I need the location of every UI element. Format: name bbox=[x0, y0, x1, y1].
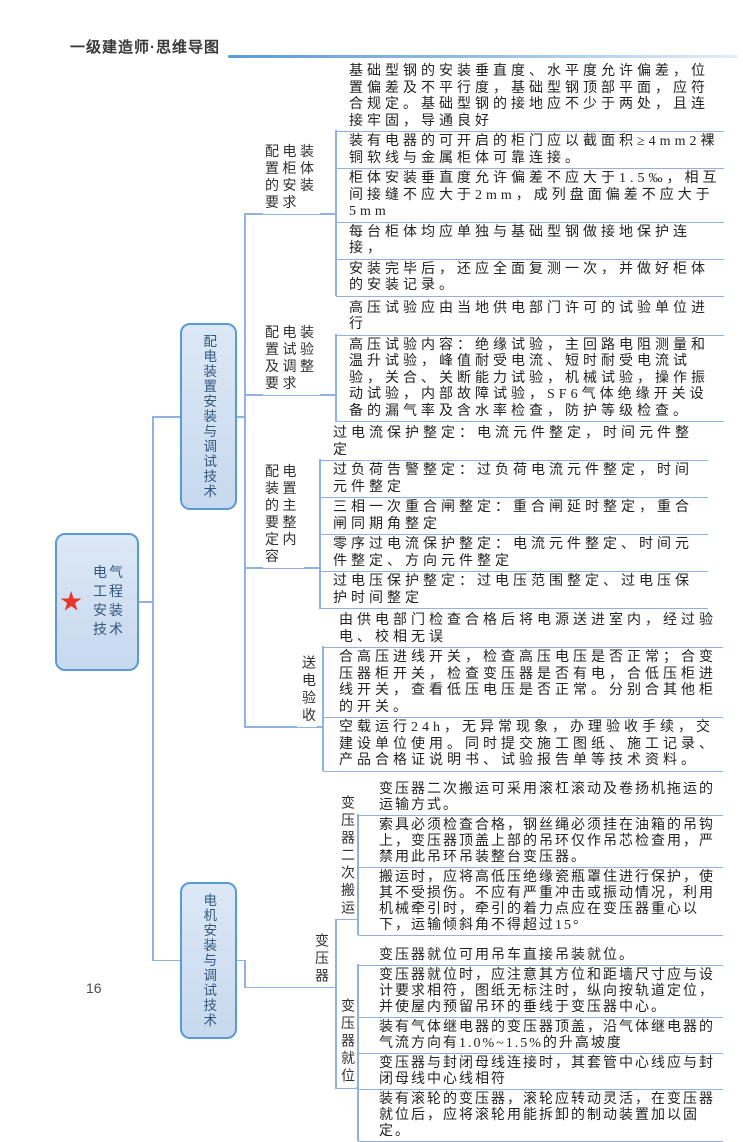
group-leaves: 由供电部门检查合格后将电源送进室内，经过验电、校相无误 合高压进线开关，检查高压… bbox=[323, 611, 723, 772]
group-label-send-power: 送电验收 bbox=[297, 655, 317, 728]
leaf-node: 合高压进线开关，检查高压电压是否正常；合变压器柜开关，检查变压器是否有电，合低压… bbox=[323, 648, 723, 718]
leaf-node: 每台柜体均应单独与基础型钢做接地保护连接， bbox=[336, 223, 724, 260]
leaf-node: 装有滚轮的变压器，滚轮应转动灵活，在变压器就位后，应将滚轮用能拆卸的制动装置加以… bbox=[358, 1090, 723, 1142]
branch-node-dianji: 电机安装与调试技术 bbox=[180, 882, 237, 1039]
branch2-groups: 变压器 变压器二次搬运 变压器二次搬运可采用滚杠滚动及卷扬机拖运的运输方式。 索… bbox=[245, 780, 723, 1142]
branch-row-dianji: 电机安装与调试技术 变压器 变压器二次搬运 变压器二次搬运可采用滚杠滚动及卷扬机… bbox=[153, 780, 724, 1142]
leaf-node: 变压器二次搬运可采用滚杠滚动及卷扬机拖运的运输方式。 bbox=[358, 780, 723, 816]
leaf-node: 搬运时，应将高低压绝缘瓷瓶罩住进行保护，使其不受损伤。不应有严重冲击或振动情况，… bbox=[358, 868, 723, 936]
leaf-node: 过电压保护整定：过电压范围整定、过电压保护时间整定 bbox=[320, 572, 708, 609]
branch-node-label: 配电装置安装与调试技术 bbox=[201, 334, 217, 500]
leaf-node: 空载运行24h，无异常现象，办理验收手续，交建设单位使用。同时提交施工图纸、施工… bbox=[323, 718, 723, 772]
leaf-node: 装有电器的可开启的柜门应以截面积≥4mm2裸铜软线与金属柜体可靠连接。 bbox=[336, 132, 724, 169]
leaf-node: 变压器就位时，应注意其方位和距墙尺寸应与设计要求相符，图纸无标注时，纵向按轨道定… bbox=[358, 966, 723, 1018]
group-row-cabinet-install: 配电装置柜体的安装要求 基础型钢的安装垂直度、水平度允许偏差，位置偏差及不平行度… bbox=[245, 62, 724, 297]
branch-node-peidian: 配电装置安装与调试技术 bbox=[180, 323, 237, 511]
group-row-test-adjust: 配电装置试验及调整要求 高压试验应由当地供电部门许可的试验单位进行 高压试验内容… bbox=[245, 299, 724, 422]
leaf-node: 变压器就位可用吊车直接吊装就位。 bbox=[358, 946, 723, 966]
leaf-node: 基础型钢的安装垂直度、水平度允许偏差，位置偏差及不平行度，基础型钢顶部平面，应符… bbox=[336, 62, 724, 132]
branch-node-label: 电机安装与调试技术 bbox=[201, 893, 217, 1028]
mindmap: ★ 电气工程安装技术 配电装置安装与调试技术 配电装置柜体的安装要求 基础型钢的… bbox=[55, 62, 739, 1142]
header-rule bbox=[228, 55, 738, 58]
page-number: 16 bbox=[86, 980, 102, 996]
leaf-node: 零序过电流保护整定：电流元件整定、时间元件整定、方向元件整定 bbox=[320, 535, 708, 572]
star-icon: ★ bbox=[59, 586, 84, 617]
group-leaves: 基础型钢的安装垂直度、水平度允许偏差，位置偏差及不平行度，基础型钢顶部平面，应符… bbox=[336, 62, 724, 297]
branch1-groups: 配电装置柜体的安装要求 基础型钢的安装垂直度、水平度允许偏差，位置偏差及不平行度… bbox=[245, 62, 724, 772]
root-node: ★ 电气工程安装技术 bbox=[55, 532, 139, 671]
group-label-setting-content: 配电装置的主要整定内容 bbox=[263, 464, 304, 569]
group-label-cabinet-install: 配电装置柜体的安装要求 bbox=[263, 144, 320, 215]
leaf-node: 由供电部门检查合格后将电源送进室内，经过验电、校相无误 bbox=[323, 611, 723, 648]
group-leaves: 过电流保护整定：电流元件整定，时间元件整定 过负荷告警整定：过负荷电流元件整定，… bbox=[320, 424, 708, 609]
leaf-node: 高压试验应由当地供电部门许可的试验单位进行 bbox=[336, 299, 724, 336]
transformer-subgroups: 变压器二次搬运 变压器二次搬运可采用滚杠滚动及卷扬机拖运的运输方式。 索具必须检… bbox=[336, 780, 723, 1142]
group-row-send-power: 送电验收 由供电部门检查合格后将电源送进室内，经过验电、校相无误 合高压进线开关… bbox=[245, 611, 724, 772]
leaf-node: 过负荷告警整定：过负荷电流元件整定，时间元件整定 bbox=[320, 461, 708, 498]
group-label-transformer: 变压器 bbox=[310, 933, 330, 989]
subgroup-leaves: 变压器二次搬运可采用滚杠滚动及卷扬机拖运的运输方式。 索具必须检查合格，钢丝绳必… bbox=[358, 780, 723, 936]
subgroup-label-secondary-transport: 变压器二次搬运 bbox=[336, 795, 356, 921]
leaf-node: 过电流保护整定：电流元件整定，时间元件整定 bbox=[320, 424, 708, 461]
leaf-node: 柜体安装垂直度允许偏差不应大于1.5‰，相互间接缝不应大于2mm，成列盘面偏差不… bbox=[336, 169, 724, 223]
group-label-test-adjust: 配电装置试验及调整要求 bbox=[263, 325, 320, 396]
subgroup-label-positioning: 变压器就位 bbox=[336, 998, 356, 1089]
group-leaves: 高压试验应由当地供电部门许可的试验单位进行 高压试验内容：绝缘试验，主回路电阻测… bbox=[336, 299, 724, 422]
leaf-node: 高压试验内容：绝缘试验，主回路电阻测量和温升试验，峰值耐受电流、短时耐受电流试验… bbox=[336, 336, 724, 422]
group-row-transformer: 变压器 变压器二次搬运 变压器二次搬运可采用滚杠滚动及卷扬机拖运的运输方式。 索… bbox=[245, 780, 723, 1142]
leaf-node: 三相一次重合闸整定：重合闸延时整定，重合闸同期角整定 bbox=[320, 498, 708, 535]
leaf-node: 装有气体继电器的变压器顶盖，沿气体继电器的气流方向有1.0%~1.5%的升高坡度 bbox=[358, 1018, 723, 1054]
root-node-label: 电气工程安装技术 bbox=[93, 565, 125, 638]
page-header-title: 一级建造师·思维导图 bbox=[70, 39, 220, 56]
leaf-node: 索具必须检查合格，钢丝绳必须挂在油箱的吊钩上，变压器顶盖上部的吊环仅作吊芯检查用… bbox=[358, 816, 723, 868]
subgroup-leaves: 变压器就位可用吊车直接吊装就位。 变压器就位时，应注意其方位和距墙尺寸应与设计要… bbox=[358, 946, 723, 1142]
group-row-setting-content: 配电装置的主要整定内容 过电流保护整定：电流元件整定，时间元件整定 过负荷告警整… bbox=[245, 424, 724, 609]
root-row: ★ 电气工程安装技术 配电装置安装与调试技术 配电装置柜体的安装要求 基础型钢的… bbox=[55, 62, 739, 1142]
branches: 配电装置安装与调试技术 配电装置柜体的安装要求 基础型钢的安装垂直度、水平度允许… bbox=[153, 62, 724, 1142]
leaf-node: 安装完毕后，还应全面复测一次，并做好柜体的安装记录。 bbox=[336, 260, 724, 297]
leaf-node: 变压器与封闭母线连接时，其套管中心线应与封闭母线中心线相符 bbox=[358, 1054, 723, 1090]
subgroup-row-secondary-transport: 变压器二次搬运 变压器二次搬运可采用滚杠滚动及卷扬机拖运的运输方式。 索具必须检… bbox=[336, 780, 723, 936]
subgroup-row-positioning: 变压器就位 变压器就位可用吊车直接吊装就位。 变压器就位时，应注意其方位和距墙尺… bbox=[336, 946, 723, 1142]
branch-row-peidian: 配电装置安装与调试技术 配电装置柜体的安装要求 基础型钢的安装垂直度、水平度允许… bbox=[153, 62, 724, 772]
